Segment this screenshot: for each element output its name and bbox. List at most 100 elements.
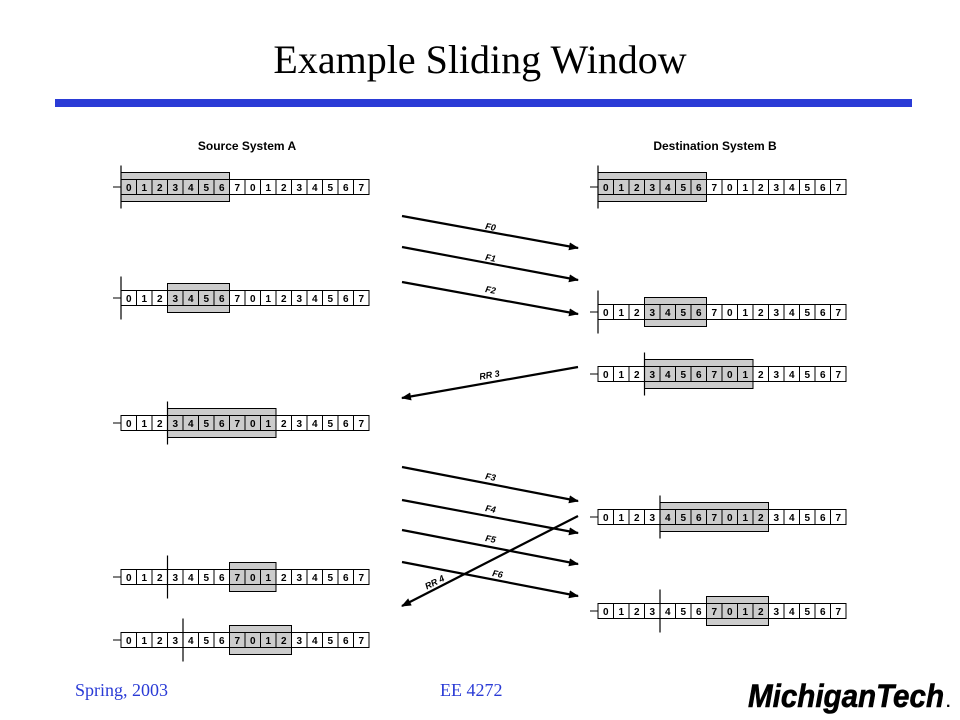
sequence-number: 4 xyxy=(789,370,795,381)
sequence-number: 7 xyxy=(358,183,364,194)
arrow-line xyxy=(401,245,579,283)
frame-arrow-f3: F3 xyxy=(401,465,579,504)
sequence-number: 2 xyxy=(634,607,640,618)
sequence-cell xyxy=(353,290,370,306)
arrow-label: F6 xyxy=(491,568,504,580)
sequence-number: 2 xyxy=(634,370,640,381)
sequence-number: 1 xyxy=(618,370,624,381)
sequence-number: 5 xyxy=(327,419,333,430)
sequence-cell xyxy=(830,304,847,320)
sequence-number: 4 xyxy=(188,636,194,647)
sequence-number: 1 xyxy=(742,513,748,524)
sequence-number: 6 xyxy=(219,636,225,647)
sequence-number: 4 xyxy=(789,308,795,319)
dest-window-4 xyxy=(659,502,769,532)
sequence-number: 6 xyxy=(820,513,826,524)
sequence-number: 1 xyxy=(141,636,147,647)
sequence-number: 0 xyxy=(250,573,256,584)
sequence-number: 3 xyxy=(172,419,178,430)
sequence-number: 0 xyxy=(126,294,132,305)
sequence-number: 7 xyxy=(358,573,364,584)
sequence-number: 4 xyxy=(789,607,795,618)
sequence-number: 1 xyxy=(141,573,147,584)
sequence-number: 4 xyxy=(312,573,318,584)
sequence-number: 1 xyxy=(742,183,748,194)
sequence-number: 5 xyxy=(203,183,209,194)
sequence-number: 2 xyxy=(157,294,163,305)
sequence-number: 3 xyxy=(773,513,779,524)
sequence-number: 7 xyxy=(711,370,717,381)
sequence-cell xyxy=(353,632,370,648)
sequence-number: 7 xyxy=(358,636,364,647)
sequence-number: 5 xyxy=(680,607,686,618)
frame-arrow-rr-4: RR 4 xyxy=(401,515,579,607)
sequence-number: 2 xyxy=(758,607,764,618)
sequence-number: 2 xyxy=(634,308,640,319)
sequence-number: 0 xyxy=(603,308,609,319)
sequence-cell xyxy=(830,603,847,619)
sequence-number: 7 xyxy=(234,294,240,305)
sequence-number: 2 xyxy=(758,370,764,381)
arrow-line xyxy=(401,214,579,251)
sequence-number: 2 xyxy=(157,573,163,584)
sequence-number: 3 xyxy=(649,513,655,524)
sequence-number: 3 xyxy=(773,370,779,381)
source-window-3 xyxy=(167,408,277,438)
arrow-line xyxy=(401,528,579,567)
frame-arrow-f6: F6 xyxy=(401,560,579,599)
sequence-number: 5 xyxy=(327,183,333,194)
sequence-number: 2 xyxy=(281,419,287,430)
sequence-number: 6 xyxy=(696,607,702,618)
sequence-number: 5 xyxy=(680,513,686,524)
sequence-number: 6 xyxy=(343,419,349,430)
sequence-number: 2 xyxy=(281,636,287,647)
sequence-number: 3 xyxy=(296,573,302,584)
arrow-label: RR 3 xyxy=(479,368,501,381)
sequence-number: 4 xyxy=(665,607,671,618)
sequence-number: 2 xyxy=(157,419,163,430)
sequence-number: 0 xyxy=(126,573,132,584)
sequence-number: 1 xyxy=(742,370,748,381)
sequence-number: 0 xyxy=(126,419,132,430)
source-heading: Source System A xyxy=(198,139,297,153)
sequence-cell xyxy=(353,179,370,195)
sequence-number: 0 xyxy=(126,183,132,194)
sequence-number: 5 xyxy=(680,370,686,381)
sequence-number: 4 xyxy=(188,294,194,305)
sequence-number: 6 xyxy=(696,308,702,319)
sequence-number: 3 xyxy=(172,636,178,647)
logo-text: MichiganTech xyxy=(748,678,944,714)
sequence-number: 2 xyxy=(758,513,764,524)
sequence-number: 3 xyxy=(296,294,302,305)
sequence-number: 4 xyxy=(312,419,318,430)
sequence-number: 0 xyxy=(727,370,733,381)
sequence-number: 1 xyxy=(265,573,271,584)
sequence-number: 4 xyxy=(312,636,318,647)
sequence-number: 1 xyxy=(618,513,624,524)
arrow-label: F2 xyxy=(484,284,496,296)
sequence-number: 3 xyxy=(172,573,178,584)
sequence-number: 6 xyxy=(696,183,702,194)
sequence-number: 6 xyxy=(343,183,349,194)
arrow-line xyxy=(401,365,579,401)
sequence-number: 6 xyxy=(343,294,349,305)
sequence-number: 5 xyxy=(203,419,209,430)
sequence-number: 4 xyxy=(665,370,671,381)
logo-mark: . xyxy=(946,694,950,711)
sequence-number: 7 xyxy=(234,183,240,194)
sequence-number: 6 xyxy=(820,370,826,381)
sequence-number: 5 xyxy=(327,636,333,647)
arrow-line xyxy=(401,560,579,599)
sequence-number: 7 xyxy=(234,636,240,647)
sequence-number: 6 xyxy=(219,419,225,430)
sequence-number: 0 xyxy=(250,294,256,305)
sequence-number: 0 xyxy=(727,308,733,319)
sequence-number: 5 xyxy=(804,513,810,524)
sequence-number: 7 xyxy=(711,308,717,319)
sequence-number: 6 xyxy=(343,636,349,647)
sequence-number: 1 xyxy=(265,294,271,305)
sequence-number: 1 xyxy=(141,419,147,430)
